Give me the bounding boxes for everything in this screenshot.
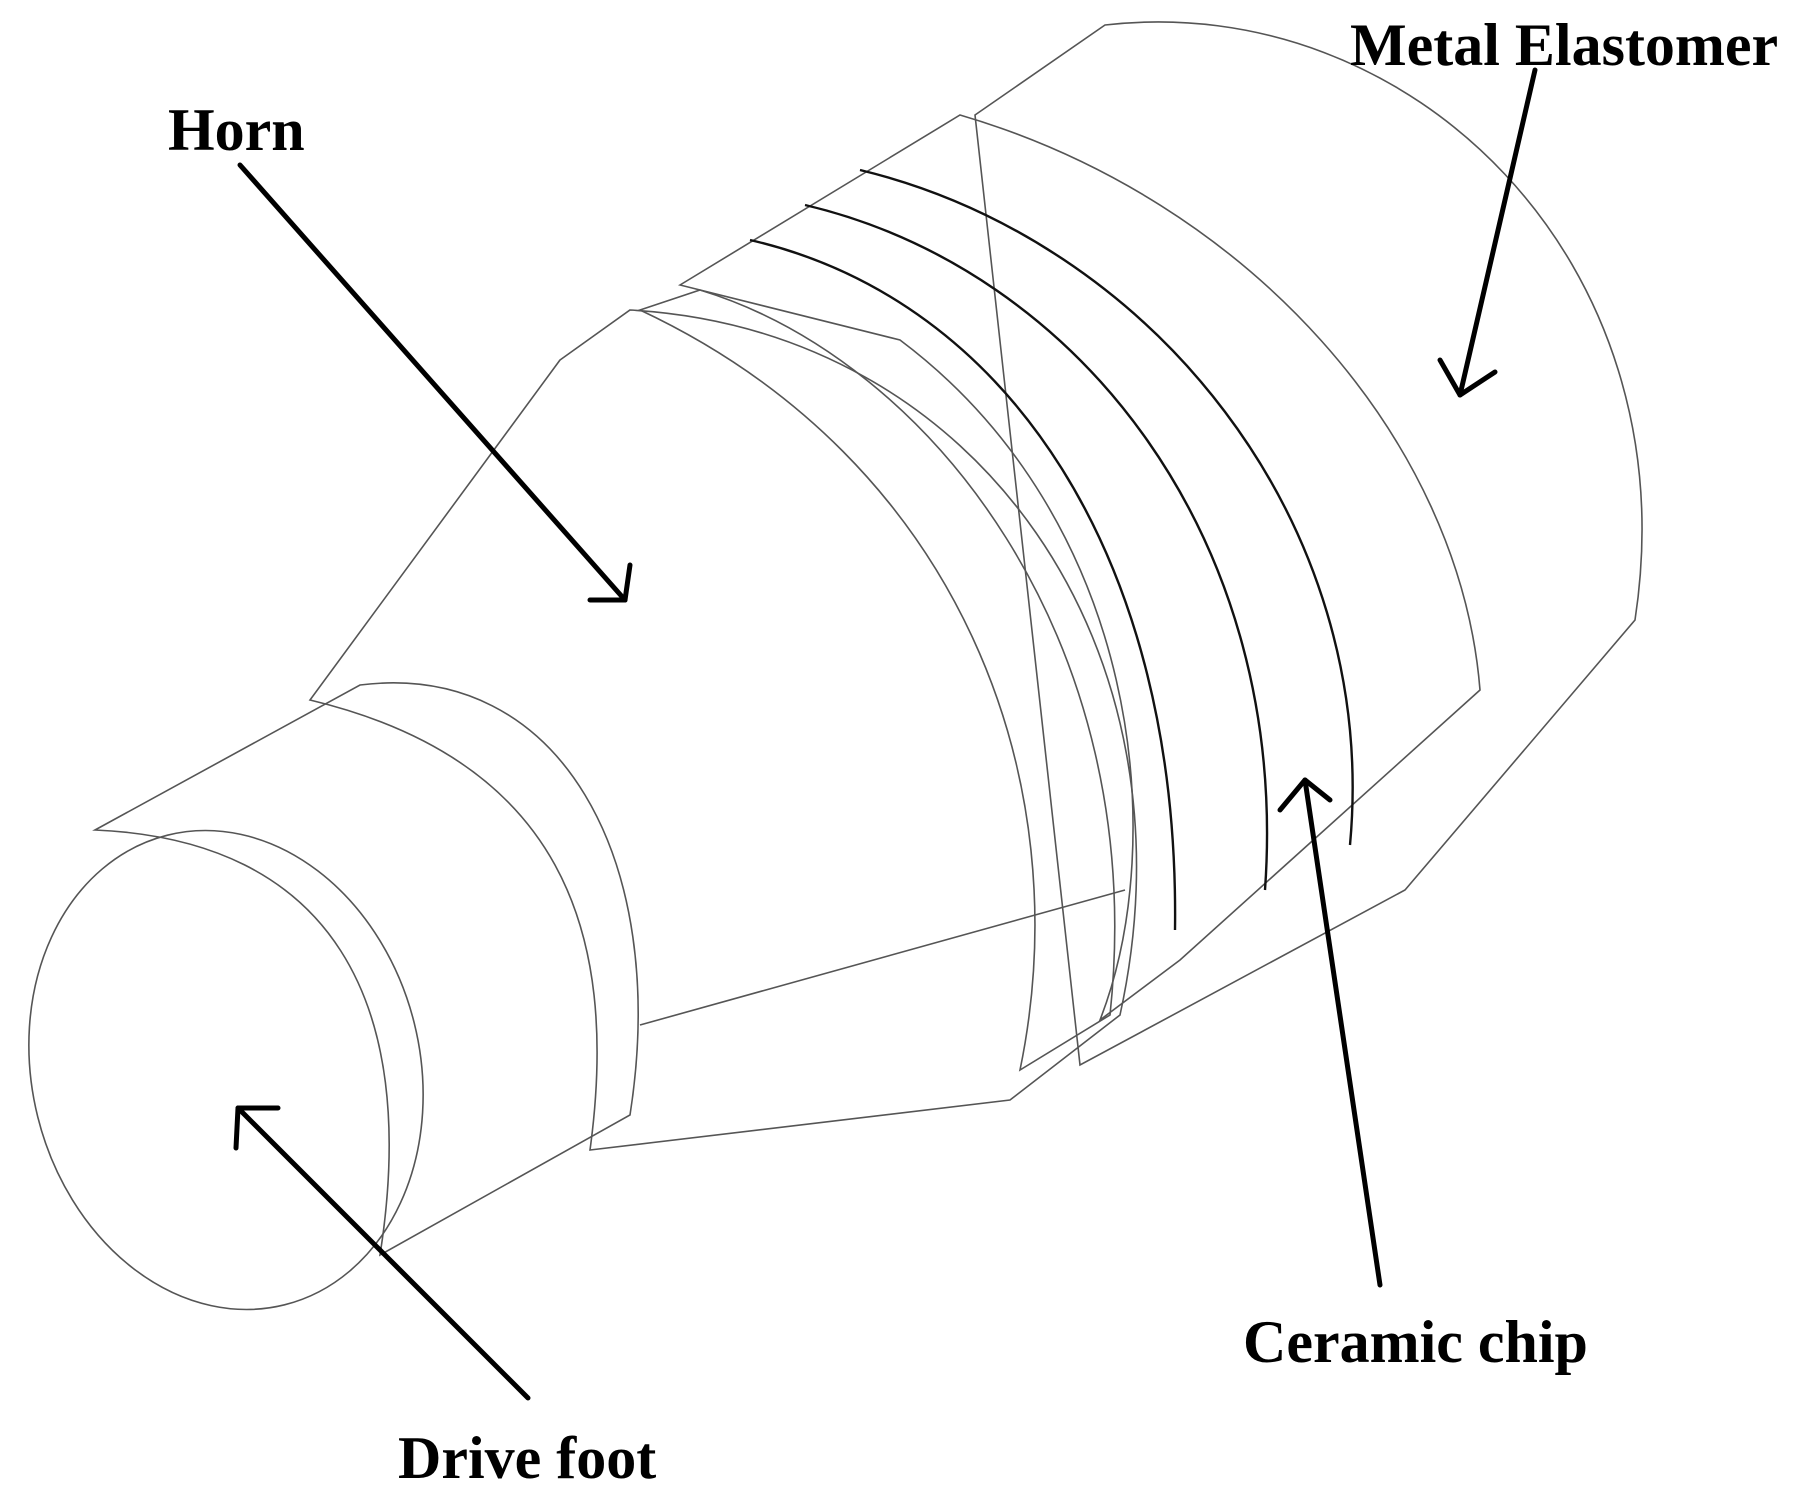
ceramic-ring-line-3 xyxy=(859,168,1354,846)
drive-foot-body xyxy=(28,682,639,1311)
electrode-ring xyxy=(637,289,1116,1072)
metal-elastomer-body xyxy=(974,21,1643,1067)
arrow-drive-foot xyxy=(233,1105,531,1401)
horn-seam-line xyxy=(639,889,1126,1026)
label-metal-elastomer: Metal Elastomer xyxy=(1350,12,1778,78)
ceramic-ring-line-2 xyxy=(804,203,1269,891)
arrow-metal-elastomer xyxy=(1437,67,1538,398)
drive-foot-face xyxy=(28,829,424,1311)
ceramic-stack xyxy=(677,114,1481,1023)
horn-body xyxy=(308,309,1138,1151)
label-horn: Horn xyxy=(168,97,305,163)
ceramic-ring-line-1 xyxy=(749,238,1177,931)
label-ceramic-chip: Ceramic chip xyxy=(1243,1309,1588,1375)
arrow-horn xyxy=(237,162,633,603)
label-drive-foot: Drive foot xyxy=(398,1425,656,1491)
arrow-ceramic-chip xyxy=(1277,777,1383,1288)
